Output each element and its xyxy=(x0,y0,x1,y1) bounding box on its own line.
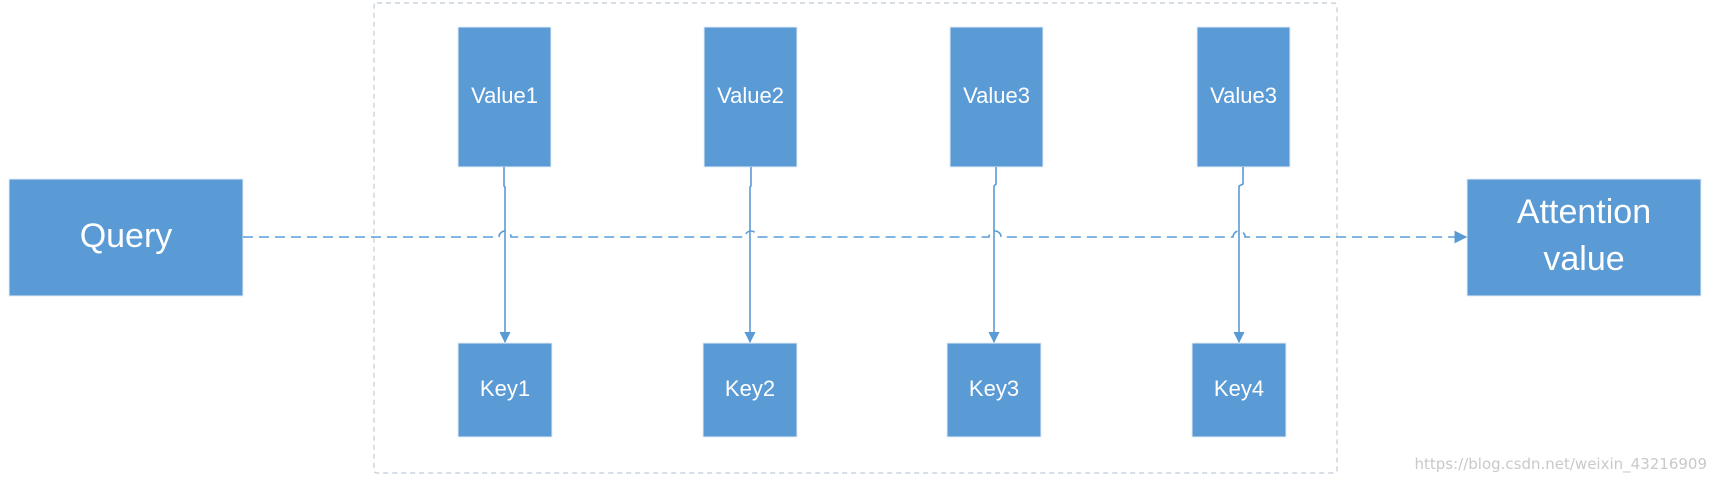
key-value-container xyxy=(373,2,1338,474)
key-node-2: Key2 xyxy=(702,342,798,438)
query-to-attention-arrow xyxy=(243,230,1468,244)
attention-value-label-line1: Attention xyxy=(1517,193,1651,231)
value-node-3: Value3 xyxy=(949,26,1044,168)
value-label-4: Value3 xyxy=(1210,83,1277,108)
key-node-3: Key3 xyxy=(946,342,1042,438)
key-label-4: Key4 xyxy=(1214,376,1264,401)
key-label-2: Key2 xyxy=(725,376,775,401)
value-to-key-arrow-2 xyxy=(744,167,756,344)
query-label: Query xyxy=(80,217,173,255)
key-label-3: Key3 xyxy=(969,376,1019,401)
value-node-1: Value1 xyxy=(457,26,552,168)
value-node-2: Value2 xyxy=(703,26,798,168)
value-node-4: Value3 xyxy=(1196,26,1291,168)
key-node-1: Key1 xyxy=(457,342,553,438)
query-node: Query xyxy=(8,178,244,297)
key-label-1: Key1 xyxy=(480,376,530,401)
attention-value-node: Attention value xyxy=(1466,178,1702,297)
watermark-url: https://blog.csdn.net/weixin_43216909 xyxy=(1414,455,1707,473)
attention-value-label-line2: value xyxy=(1543,240,1624,278)
value-to-key-arrow-3 xyxy=(988,167,1000,344)
value-to-key-arrow-1 xyxy=(499,167,511,344)
value-to-key-arrow-4 xyxy=(1233,167,1245,344)
key-node-4: Key4 xyxy=(1191,342,1287,438)
value-label-3: Value3 xyxy=(963,83,1030,108)
value-label-1: Value1 xyxy=(471,83,538,108)
value-label-2: Value2 xyxy=(717,83,784,108)
